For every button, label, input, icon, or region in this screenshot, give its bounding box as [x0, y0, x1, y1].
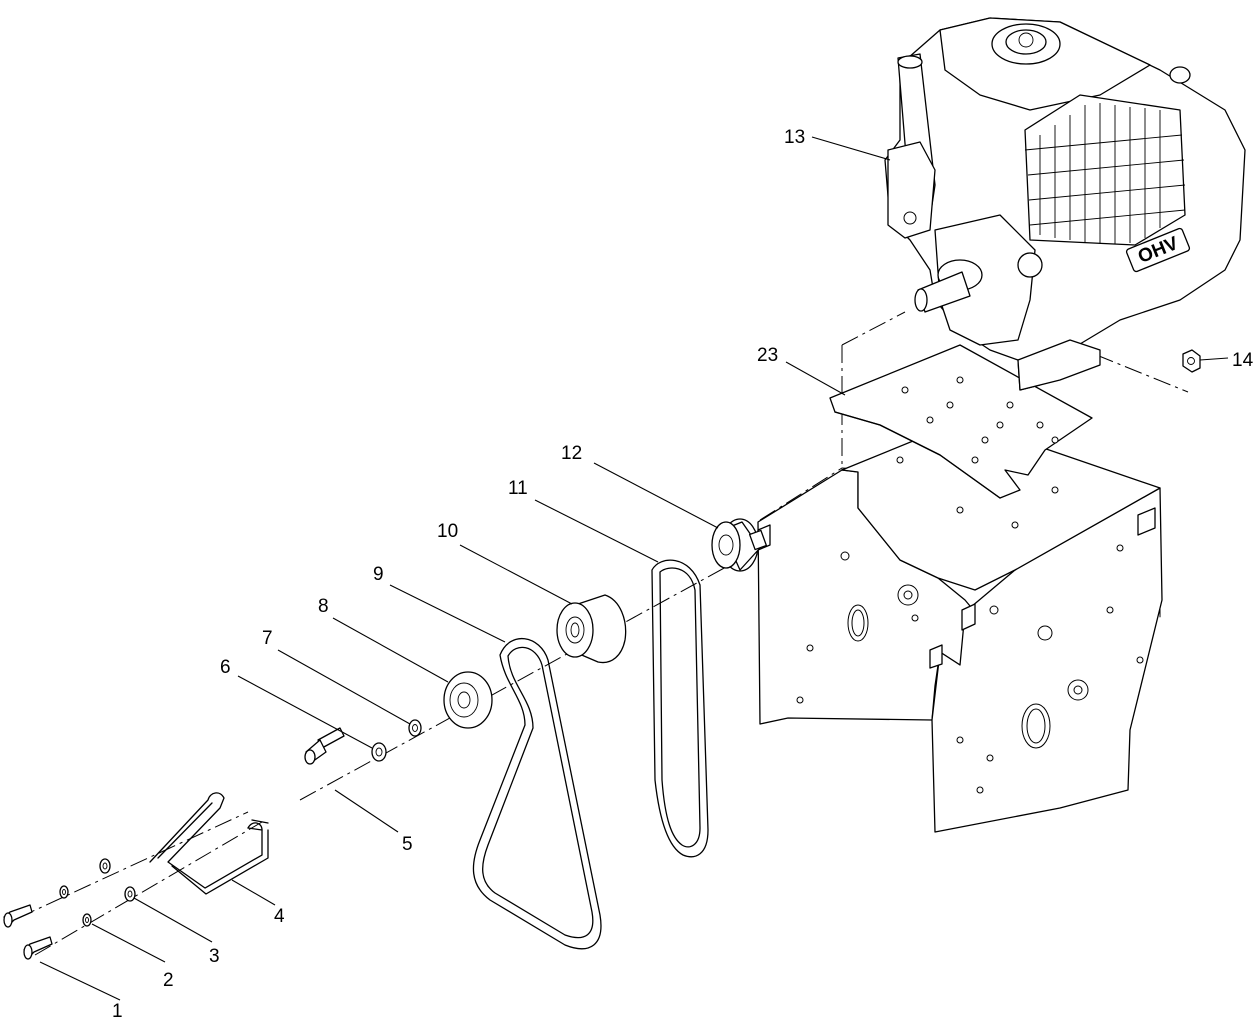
leader-lines: [39, 136, 1229, 1001]
callout-12: 12: [561, 443, 582, 464]
washer-3: [124, 886, 136, 902]
callout-13: 13: [784, 127, 805, 148]
washer-7: [408, 719, 422, 737]
callout-labels: 1 2 3 4 5 6 7 8 9 10 11 12 13 14 23: [112, 127, 1254, 1022]
v-belt-11: [651, 559, 709, 858]
callout-11: 11: [508, 478, 528, 499]
v-belt-9: [472, 638, 602, 950]
callout-5: 5: [402, 834, 413, 855]
drive-pulley-10: [556, 594, 627, 664]
callout-8: 8: [318, 596, 329, 617]
washer-small-upper: [99, 858, 111, 874]
callout-9: 9: [373, 564, 384, 585]
callout-23: 23: [757, 345, 778, 366]
hex-nut-14: [1182, 349, 1201, 373]
engine-pulley-12: [711, 518, 768, 572]
idler-pulley-8: [443, 671, 493, 729]
callout-3: 3: [209, 946, 220, 967]
lock-washer-upper: [59, 885, 69, 899]
engine-assembly: OHV: [884, 17, 1246, 391]
callout-1: 1: [112, 1001, 123, 1022]
frame-housing: [757, 429, 1163, 833]
belt-guide-bracket-4: [149, 792, 269, 895]
hex-bolt-upper: [3, 904, 33, 928]
callout-10: 10: [437, 521, 458, 542]
lock-washer-2: [82, 913, 92, 927]
washer-6: [371, 742, 387, 762]
hex-bolt-1: [23, 936, 53, 960]
shoulder-bolt-5: [304, 727, 345, 765]
callout-14: 14: [1232, 350, 1254, 371]
callout-4: 4: [274, 906, 285, 927]
callout-7: 7: [262, 628, 273, 649]
callout-2: 2: [163, 970, 174, 991]
callout-6: 6: [220, 657, 231, 678]
